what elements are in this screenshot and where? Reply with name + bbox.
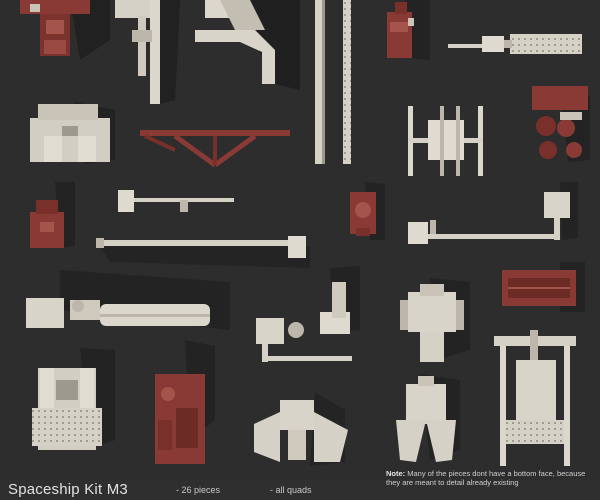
piece-frame-ladder [408,106,483,176]
piece-tank-pipe [26,270,230,330]
piece-red-bracket-top-left [20,0,110,60]
piece-machine-tower-left [32,348,115,450]
piece-long-pipe-horizontal [96,236,310,268]
kit-preview-canvas [20,0,590,466]
piece-wing-mount [254,392,348,466]
note-text: Many of the pieces dont have a bottom fa… [386,469,586,487]
piece-red-valve [350,182,385,240]
piece-long-rail-right [343,0,351,164]
piece-grate-arm [448,34,582,54]
quads-info: - all quads [270,485,312,495]
piece-red-grille [502,262,585,312]
piece-red-truss [140,130,290,168]
piece-angled-bracket [195,0,300,90]
kit-pieces-render [20,0,590,466]
piece-pump-assembly [256,266,360,362]
piece-red-reactor [155,340,215,464]
piece-red-mount-small [30,182,75,248]
piece-red-gear-cluster [532,86,590,162]
pieces-count: - 26 pieces [176,485,221,495]
footer-note: Note: Many of the pieces dont have a bot… [386,469,596,487]
piece-central-engine [400,278,470,362]
piece-center-spire [396,374,460,462]
piece-large-frame-assembly [494,330,576,466]
piece-bent-pipe-assembly [408,182,578,244]
piece-long-rail-left [315,0,325,164]
note-label: Note: [386,469,406,478]
footer-bar: Spaceship Kit M3 - 26 pieces - all quads… [0,469,600,500]
piece-red-clamp [387,0,430,60]
piece-machine-block [30,102,115,164]
piece-horizontal-pipe [118,190,234,212]
piece-pipe-arm [115,0,180,104]
kit-title: Spaceship Kit M3 [8,481,128,498]
